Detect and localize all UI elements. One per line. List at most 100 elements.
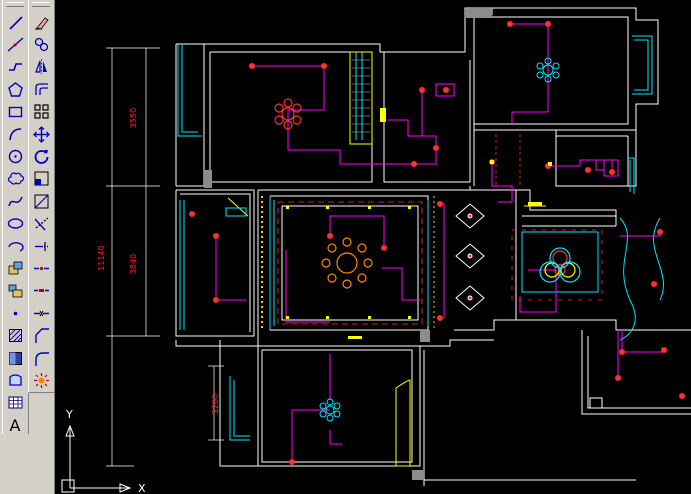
ucs-x-label: X [138, 482, 146, 494]
array-icon [33, 104, 49, 119]
wall-fill [466, 8, 492, 18]
erase-icon [34, 16, 49, 29]
fillet-button[interactable] [30, 348, 52, 368]
line-button[interactable] [4, 12, 26, 32]
recessed-lights [225, 108, 552, 339]
stretch-icon [34, 194, 48, 209]
wiring [215, 23, 665, 462]
move-button[interactable] [30, 124, 52, 144]
ceiling-light [319, 398, 341, 422]
toolbar-area: A [0, 0, 55, 494]
region-icon [8, 374, 22, 386]
join-button[interactable] [30, 303, 52, 323]
bathroom-fixture [589, 397, 603, 409]
scale-button[interactable] [30, 169, 52, 189]
wall-fill [204, 170, 212, 188]
join-icon [33, 310, 49, 316]
scale-icon [34, 171, 48, 186]
table-button[interactable] [4, 393, 26, 413]
dimension-text-overall: 11140 [97, 245, 106, 270]
stretch-button[interactable] [30, 191, 52, 211]
rotate-icon [34, 149, 48, 164]
polygon-button[interactable] [4, 79, 26, 99]
revision-cloud-button[interactable] [4, 169, 26, 189]
line-icon [8, 15, 23, 30]
switch-boxes [435, 83, 619, 177]
trim-button[interactable] [30, 214, 52, 234]
multiline-text-icon: A [9, 415, 21, 435]
dimension-text-bottom: 3260 [211, 394, 220, 414]
spline-button[interactable] [4, 191, 26, 211]
ucs-y-label: Y [65, 408, 73, 421]
hatch-button[interactable] [4, 326, 26, 346]
arc-icon [8, 127, 21, 140]
ellipse-arc-button[interactable] [4, 236, 26, 256]
ellipse-icon [7, 218, 23, 229]
break-at-point-icon [33, 266, 49, 270]
fillet-icon [34, 351, 49, 366]
make-block-button[interactable] [4, 281, 26, 301]
polyline-icon [8, 63, 22, 72]
ceiling-light [539, 247, 581, 283]
break-icon [33, 289, 49, 293]
diamond-fixtures [455, 203, 485, 311]
hatch-icon [8, 329, 22, 343]
array-button[interactable] [30, 102, 52, 122]
dimension-text-middle: 3840 [129, 254, 138, 274]
floor-plan-drawing: 3550 3840 11140 3260 [61, 7, 691, 494]
multiline-text-button[interactable]: A [4, 415, 26, 435]
rotate-button[interactable] [30, 146, 52, 166]
extend-icon [34, 241, 48, 251]
hatch [352, 59, 370, 133]
modify-toolbar [28, 0, 55, 393]
dimension-text-top: 3550 [129, 108, 138, 128]
mirror-button[interactable] [30, 57, 52, 77]
copy-button[interactable] [30, 34, 52, 54]
circle-icon [8, 149, 22, 164]
construction-line-button[interactable] [4, 34, 26, 54]
spot-lights [189, 21, 685, 465]
extend-button[interactable] [30, 236, 52, 256]
ellipse-button[interactable] [4, 214, 26, 234]
explode-button[interactable] [30, 370, 52, 390]
toolbar-grip[interactable] [32, 2, 50, 7]
point-icon [13, 311, 17, 315]
rectangle-button[interactable] [4, 102, 26, 122]
drawing-canvas[interactable]: 3550 3840 11140 3260 [55, 0, 691, 494]
table-icon [8, 396, 22, 409]
rectangle-icon [8, 106, 22, 118]
point-button[interactable] [4, 303, 26, 323]
gradient-icon [8, 351, 22, 365]
ceiling-light [321, 237, 373, 289]
erase-button[interactable] [30, 12, 52, 32]
spline-icon [7, 196, 23, 206]
dimension-lines [106, 47, 224, 467]
ellipse-arc-icon [7, 241, 24, 252]
ucs-icon [61, 424, 132, 493]
arc-button[interactable] [4, 124, 26, 144]
region-button[interactable] [4, 370, 26, 390]
insert-block-button[interactable] [4, 258, 26, 278]
toolbar-grip[interactable] [6, 2, 24, 7]
circle-button[interactable] [4, 146, 26, 166]
construction-line-icon [7, 37, 23, 52]
mirror-icon [34, 59, 47, 75]
doors [227, 51, 546, 467]
insert-block-icon [8, 261, 22, 275]
walls [175, 7, 691, 486]
trim-icon [33, 217, 48, 231]
polygon-icon [7, 81, 23, 97]
ceiling-outline [277, 201, 423, 325]
break-button[interactable] [30, 281, 52, 301]
ceiling-light [536, 57, 560, 83]
offset-button[interactable] [30, 79, 52, 99]
polyline-button[interactable] [4, 57, 26, 77]
ceiling-light [274, 98, 302, 130]
offset-icon [34, 83, 48, 95]
break-at-point-button[interactable] [30, 258, 52, 278]
wall-fill [412, 470, 424, 480]
windows [177, 35, 664, 441]
chamfer-button[interactable] [30, 326, 52, 346]
gradient-button[interactable] [4, 348, 26, 368]
chamfer-icon [34, 328, 49, 344]
